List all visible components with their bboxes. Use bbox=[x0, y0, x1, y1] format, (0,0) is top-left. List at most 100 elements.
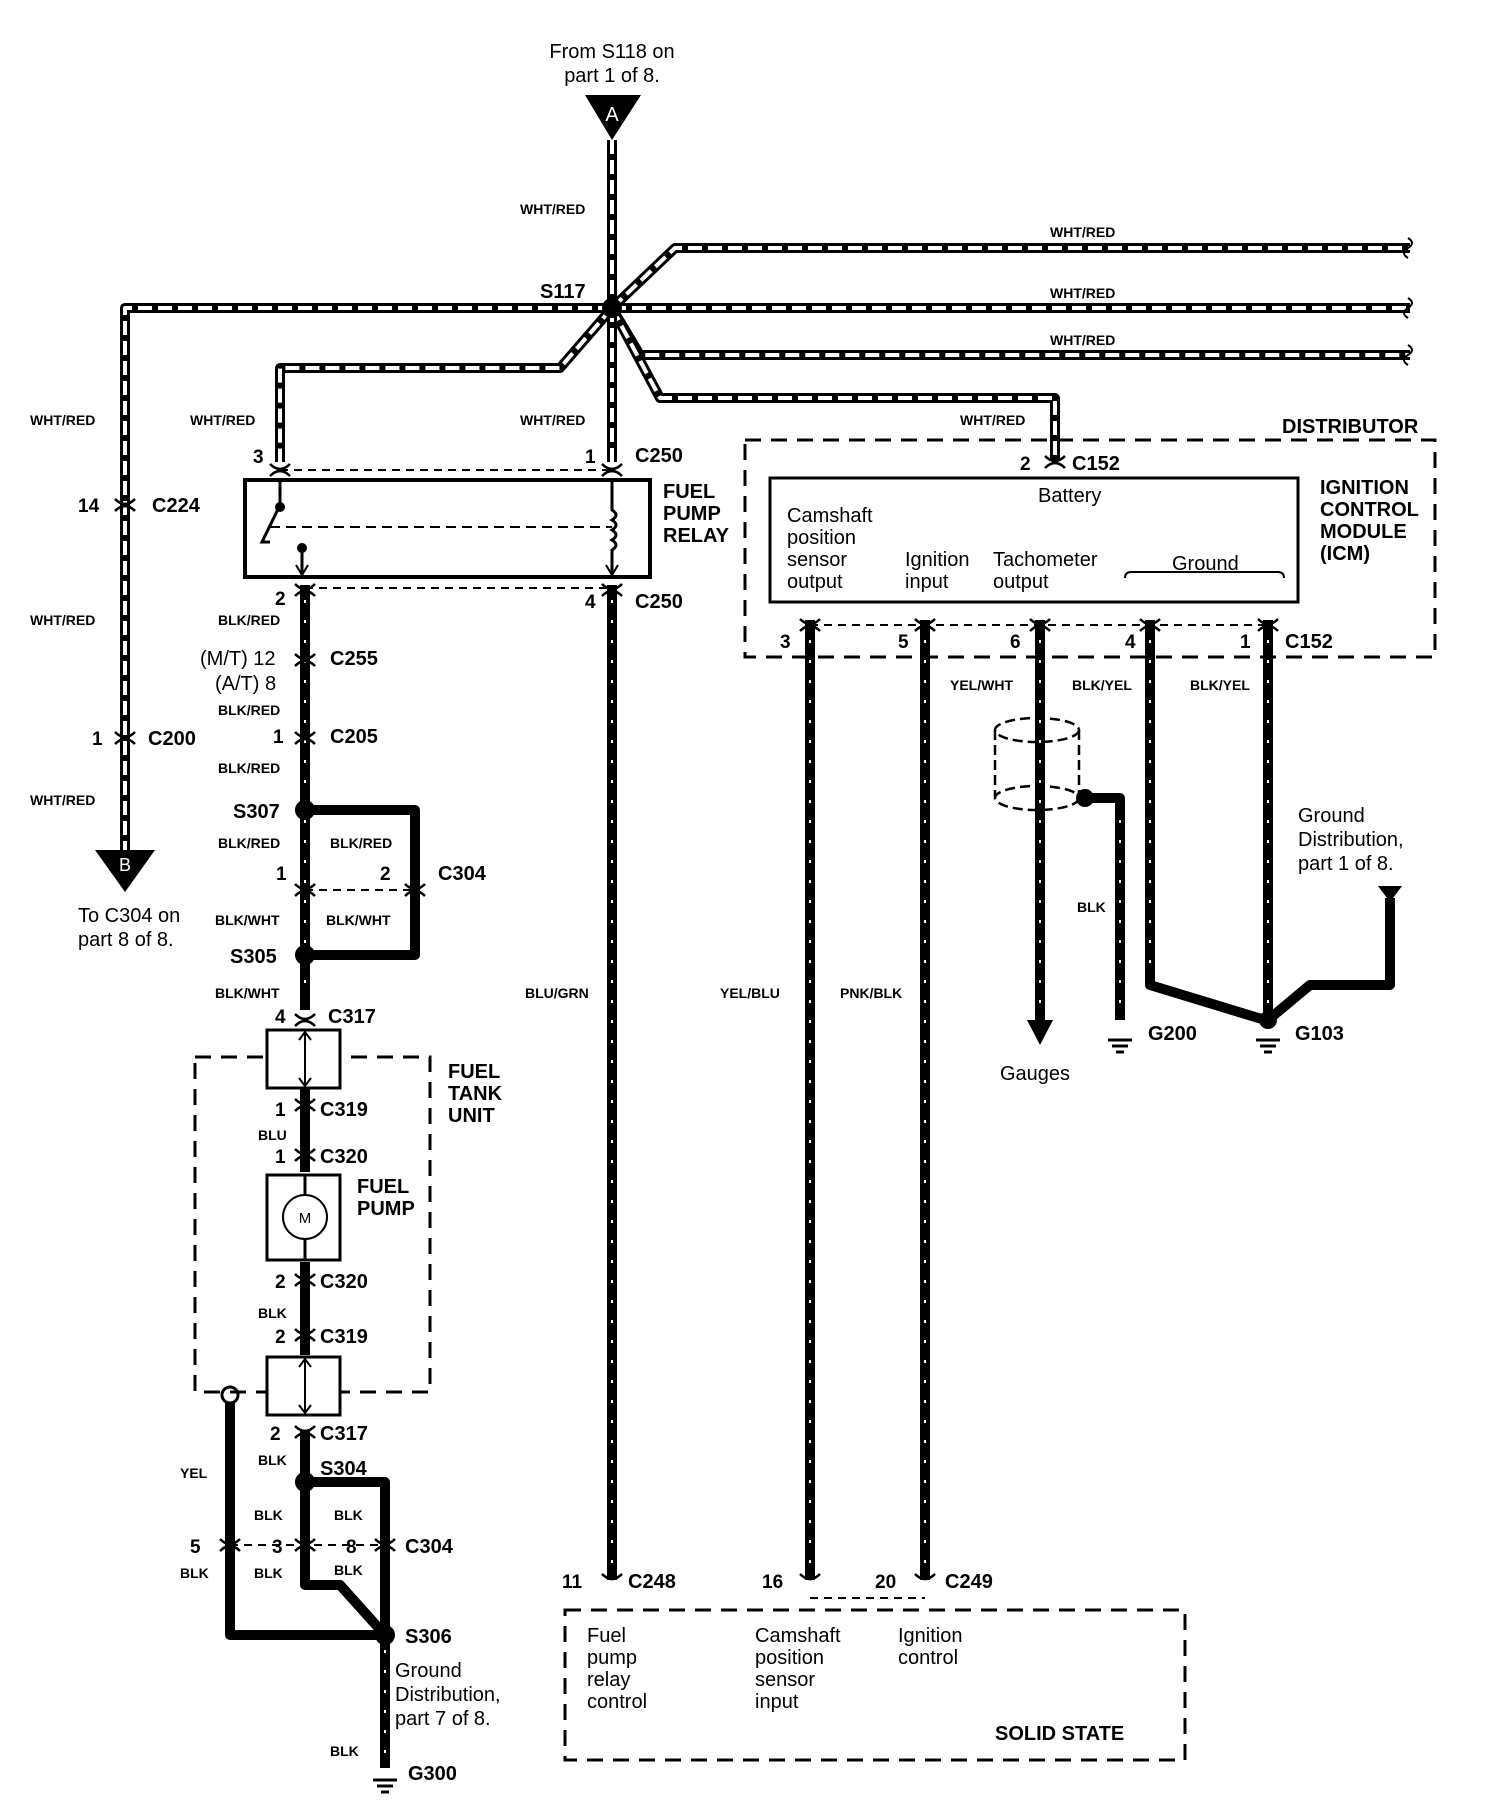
ground-dist-1-flag bbox=[1378, 886, 1402, 902]
label-g300: G300 bbox=[408, 1763, 457, 1785]
wire-dist-2 bbox=[607, 305, 1060, 460]
flag-b: B bbox=[95, 850, 155, 892]
pump-title-2: PUMP bbox=[357, 1198, 415, 1220]
wire-label-blk-g200: BLK bbox=[1077, 899, 1106, 915]
pin-relay-3: 3 bbox=[253, 447, 264, 468]
ground-g200-icon bbox=[1108, 1038, 1132, 1054]
wire-label-blk-wht-3: BLK/WHT bbox=[215, 985, 280, 1001]
pin-c304-3: 3 bbox=[272, 1537, 283, 1558]
label-c205: C205 bbox=[330, 726, 378, 748]
ss-ign-2: control bbox=[898, 1647, 958, 1669]
solid-state-box bbox=[563, 1608, 1187, 1762]
wire-label-blk-red-2: BLK/RED bbox=[218, 702, 280, 718]
wire-label-blk-6: BLK bbox=[254, 1565, 283, 1581]
from-ref-line2: part 1 of 8. bbox=[564, 65, 660, 87]
icm-ign-1: Ignition bbox=[905, 549, 970, 571]
wire-label-main-top: WHT/RED bbox=[520, 201, 585, 217]
label-c317-b: C317 bbox=[320, 1423, 368, 1445]
label-s304: S304 bbox=[320, 1458, 368, 1480]
pin-c200-1: 1 bbox=[92, 729, 103, 750]
wire-label-yel: YEL bbox=[180, 1465, 208, 1481]
splice-s117 bbox=[602, 298, 622, 318]
icm-ign-2: input bbox=[905, 571, 949, 593]
ss-cam-3: sensor bbox=[755, 1669, 815, 1691]
label-c319-b: C319 bbox=[320, 1326, 368, 1348]
pin-c152-3: 3 bbox=[780, 632, 791, 653]
pin-c304-5: 5 bbox=[190, 1537, 201, 1558]
wire-label-yel-blu: YEL/BLU bbox=[720, 985, 780, 1001]
wire-label-right-3: WHT/RED bbox=[1050, 332, 1115, 348]
icm-cam-4: output bbox=[787, 571, 843, 593]
pin-c152-6: 6 bbox=[1010, 632, 1021, 653]
wire-label-left-mid: WHT/RED bbox=[30, 612, 95, 628]
label-g103: G103 bbox=[1295, 1023, 1344, 1045]
icm-box bbox=[768, 476, 1300, 604]
wire-ticks bbox=[304, 600, 1269, 1760]
ss-ign-1: Ignition bbox=[898, 1625, 963, 1647]
from-ref-line1: From S118 on bbox=[549, 41, 674, 63]
pin-relay-2: 2 bbox=[275, 589, 286, 610]
wire-label-blk-8: BLK bbox=[330, 1743, 359, 1759]
icm-cam-1: Camshaft bbox=[787, 505, 873, 527]
ss-cam-2: position bbox=[755, 1647, 824, 1669]
ground-dist-7-line3: part 7 of 8. bbox=[395, 1708, 491, 1730]
pin-c304-1: 1 bbox=[276, 864, 287, 885]
pin-c152-5: 5 bbox=[898, 632, 909, 653]
label-s117: S117 bbox=[540, 281, 586, 303]
ground-dist-7-line1: Ground bbox=[395, 1660, 462, 1682]
wire-label-blk-5: BLK bbox=[180, 1565, 209, 1581]
pin-relay-1: 1 bbox=[585, 447, 596, 468]
icm-title-3: MODULE bbox=[1320, 521, 1407, 543]
icm-cam-2: position bbox=[787, 527, 856, 549]
wire-label-left-low: WHT/RED bbox=[30, 792, 95, 808]
svg-text:B: B bbox=[119, 855, 131, 875]
wire-right-3 bbox=[607, 305, 1410, 360]
wire-label-blk-red-4: BLK/RED bbox=[218, 835, 280, 851]
wht-red-wires bbox=[120, 140, 1410, 850]
splice-s305 bbox=[295, 945, 315, 965]
icm-cam-3: sensor bbox=[787, 549, 847, 571]
ground-dist-1-line1: Ground bbox=[1298, 805, 1365, 827]
splice-dots bbox=[220, 298, 1277, 1645]
icm-tach-2: output bbox=[993, 571, 1049, 593]
fuel-pump-relay bbox=[243, 478, 652, 579]
ss-cam-4: input bbox=[755, 1691, 799, 1713]
ground-dist-1-line2: Distribution, bbox=[1298, 829, 1404, 851]
pump-title-1: FUEL bbox=[357, 1176, 409, 1198]
wire-label-blk-yel-2: BLK/YEL bbox=[1190, 677, 1250, 693]
wire-label-blk-1: BLK bbox=[258, 1305, 287, 1321]
fuel-tank-unit: M bbox=[193, 1028, 432, 1417]
ss-fuel-4: control bbox=[587, 1691, 647, 1713]
label-c304-a: C304 bbox=[438, 863, 487, 885]
label-c304-b: C304 bbox=[405, 1536, 454, 1558]
svg-text:M: M bbox=[299, 1210, 312, 1227]
pin-c320-2: 2 bbox=[275, 1272, 286, 1293]
pin-c320-1: 1 bbox=[275, 1147, 286, 1168]
label-c320-a: C320 bbox=[320, 1146, 368, 1168]
wire-label-blk-red-1: BLK/RED bbox=[218, 612, 280, 628]
icm-tach-1: Tachometer bbox=[993, 549, 1098, 571]
icm-ground-label: Ground bbox=[1172, 553, 1239, 575]
pin-relay-4: 4 bbox=[585, 592, 596, 613]
ground-symbols bbox=[373, 1038, 1280, 1794]
pin-c248-11: 11 bbox=[562, 1572, 583, 1593]
wire-label-blk-wht-1: BLK/WHT bbox=[215, 912, 280, 928]
pin-c304-2: 2 bbox=[380, 864, 391, 885]
relay-title-2: PUMP bbox=[663, 503, 721, 525]
wire-yel bbox=[225, 1395, 385, 1640]
wire-label-right-2: WHT/RED bbox=[1050, 285, 1115, 301]
pin-c152-4: 4 bbox=[1125, 632, 1136, 653]
ss-fuel-3: relay bbox=[587, 1669, 630, 1691]
pin-c249-20: 20 bbox=[875, 1572, 896, 1593]
wire-label-blk-4: BLK bbox=[334, 1507, 363, 1523]
label-c250-bot: C250 bbox=[635, 591, 683, 613]
connector-dash-lines bbox=[230, 469, 1268, 1599]
svg-text:A: A bbox=[605, 104, 619, 126]
gauges-label: Gauges bbox=[1000, 1063, 1070, 1085]
pin-c317-2: 2 bbox=[270, 1424, 281, 1445]
wire-label-relay-1: WHT/RED bbox=[520, 412, 585, 428]
wire-label-left-long: WHT/RED bbox=[30, 412, 95, 428]
wire-label-dist-2: WHT/RED bbox=[960, 412, 1025, 428]
ss-cam-1: Camshaft bbox=[755, 1625, 841, 1647]
wire-label-blu: BLU bbox=[258, 1127, 287, 1143]
